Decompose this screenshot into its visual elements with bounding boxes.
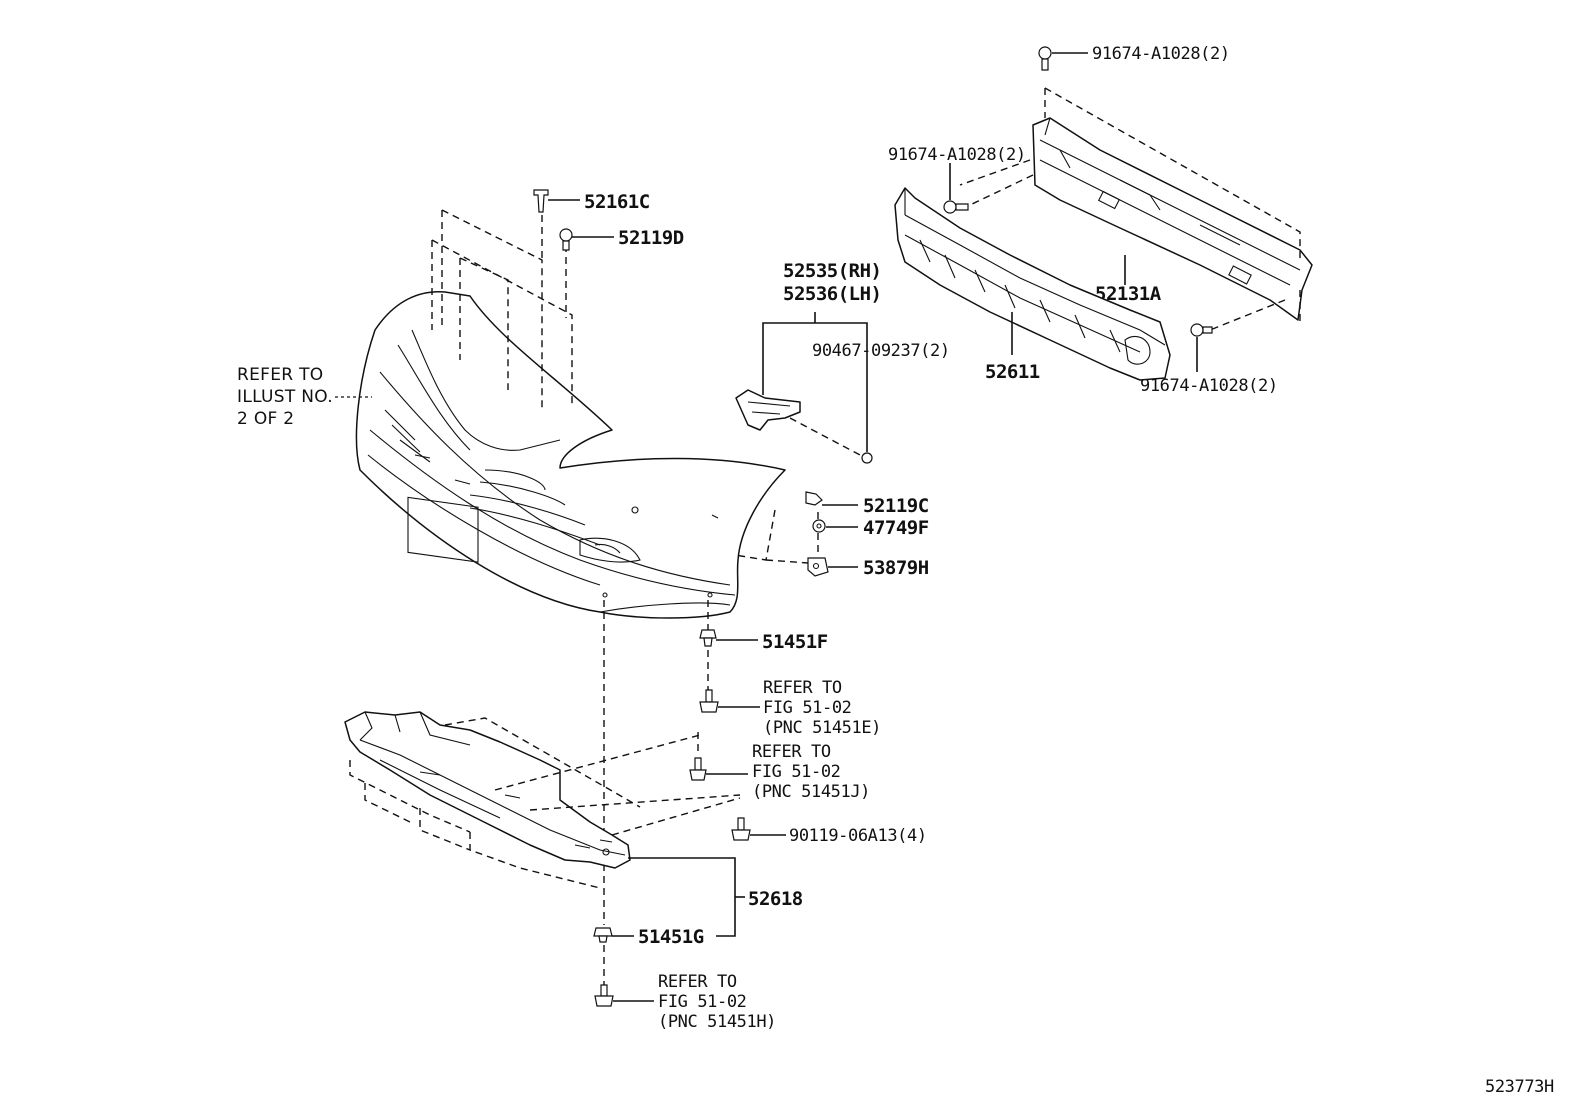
bolt-91674-top [1038, 46, 1052, 71]
refer-fig-j-line1: REFER TO [752, 742, 831, 762]
refer-fig-j-line2: FIG 51-02 [752, 762, 841, 782]
callout-52536: 52536(LH) [783, 283, 881, 305]
nut-47749f [812, 519, 826, 533]
callout-52119d: 52119D [618, 227, 684, 249]
callout-52119c: 52119C [863, 495, 929, 517]
bolt-90119 [731, 817, 751, 841]
clip-90467 [861, 452, 873, 464]
refer-illust-line1: REFER TO [237, 365, 323, 385]
absorber-52611 [894, 187, 1171, 381]
refer-fig-h-line2: FIG 51-02 [658, 992, 747, 1012]
screw-52119d [559, 228, 573, 251]
callout-90467: 90467-09237(2) [812, 341, 950, 361]
callout-52161c: 52161C [584, 191, 650, 213]
callout-91674-mid: 91674-A1028(2) [888, 145, 1026, 165]
screw-52119c [805, 491, 823, 506]
under-cover-52618 [344, 711, 631, 869]
bolt-91674-bot [1190, 323, 1213, 337]
refer-illust-line3: 2 OF 2 [237, 409, 294, 429]
refer-fig-h-line1: REFER TO [658, 972, 737, 992]
bracket-53879h [807, 557, 829, 577]
clip-51451f [699, 629, 717, 647]
refer-fig-j-line3: (PNC 51451J) [752, 782, 870, 802]
refer-illust-line2: ILLUST NO. [237, 387, 333, 407]
bolt-51451e [699, 689, 719, 713]
callout-91674-top: 91674-A1028(2) [1092, 44, 1230, 64]
reinforcement-guide-lines [959, 87, 1301, 331]
callout-52535: 52535(RH) [783, 260, 881, 282]
reinforcement-52131a [1032, 117, 1313, 321]
refer-fig-e-line3: (PNC 51451E) [763, 718, 881, 738]
front-bumper-cover [355, 291, 786, 619]
refer-fig-h-line3: (PNC 51451H) [658, 1012, 776, 1032]
refer-fig-e-line1: REFER TO [763, 678, 842, 698]
callout-51451f: 51451F [762, 631, 828, 653]
callout-52611: 52611 [985, 361, 1040, 383]
callout-90119: 90119-06A13(4) [789, 826, 927, 846]
cover-guide-lines [431, 209, 809, 564]
bolt-51451j [689, 757, 707, 781]
callout-47749f: 47749F [863, 517, 929, 539]
side-retainer-bracket [735, 389, 801, 431]
clip-52161c [533, 189, 549, 213]
callout-53879h: 53879H [863, 557, 929, 579]
callout-52131a: 52131A [1095, 283, 1162, 305]
callout-52618: 52618 [748, 888, 803, 910]
refer-fig-e-line2: FIG 51-02 [763, 698, 852, 718]
diagram-id-code: 523773H [1485, 1077, 1554, 1097]
clip-51451g [593, 927, 613, 943]
bolt-51451h [594, 984, 614, 1007]
callout-91674-bot: 91674-A1028(2) [1140, 376, 1278, 396]
bolt-91674-mid [943, 200, 969, 214]
callout-51451g: 51451G [638, 926, 704, 948]
under-cover-guide-lines [349, 717, 741, 889]
